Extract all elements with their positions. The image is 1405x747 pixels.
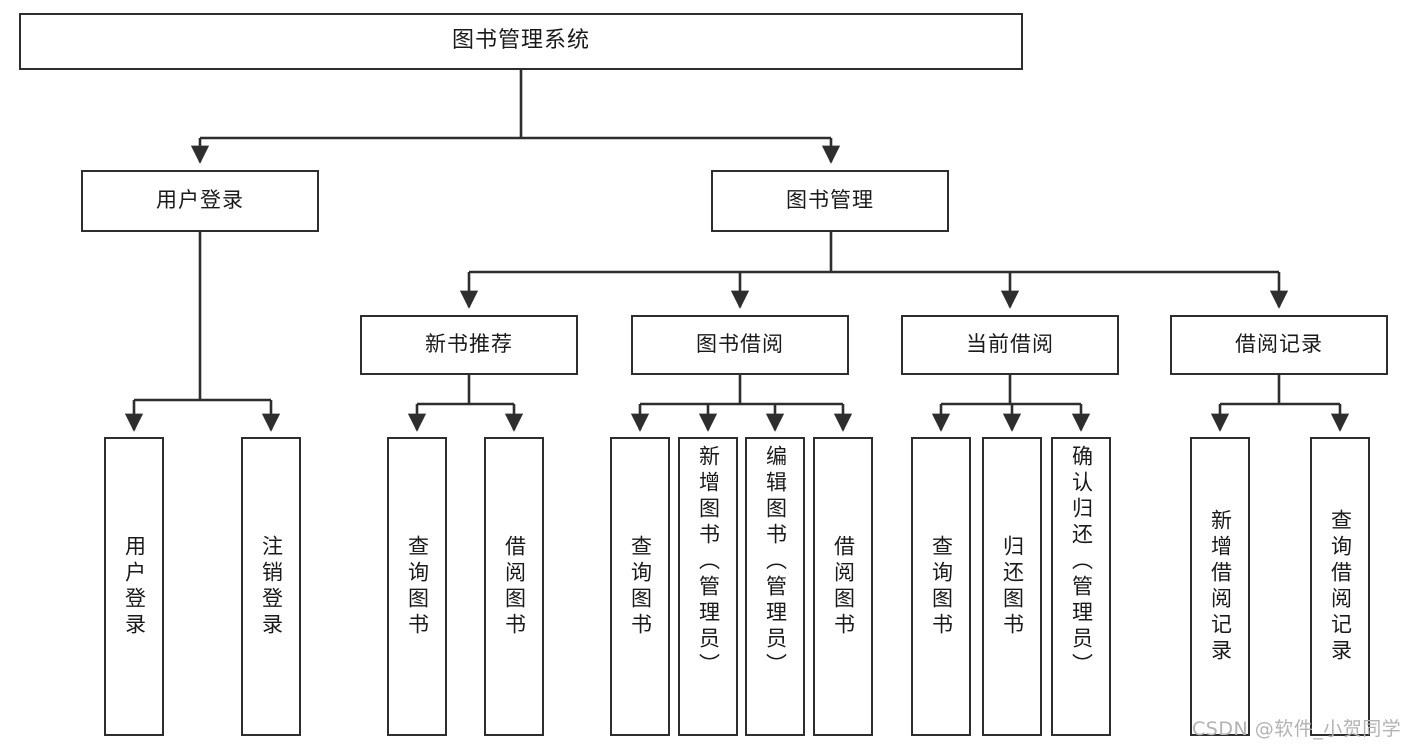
node-leaf-add-book-admin[interactable]: 新增图书（管理员） (678, 437, 738, 736)
node-leaf-query-borrow-record[interactable]: 查询借阅记录 (1310, 437, 1370, 736)
node-new-book-recommend[interactable]: 新书推荐 (360, 315, 578, 375)
node-leaf-query-book-current-label: 查询图书 (929, 534, 954, 639)
csdn-watermark: CSDN @软件_小贺同学 (1192, 718, 1402, 740)
node-current-borrow[interactable]: 当前借阅 (901, 315, 1119, 375)
node-leaf-add-borrow-record-label: 新增借阅记录 (1208, 508, 1233, 665)
node-leaf-user-login-label: 用户登录 (122, 534, 147, 639)
node-book-manage-label: 图书管理 (786, 188, 874, 213)
node-leaf-borrow-book-new-label: 借阅图书 (502, 534, 527, 639)
node-new-book-recommend-label: 新书推荐 (425, 332, 513, 357)
node-book-manage[interactable]: 图书管理 (711, 170, 949, 232)
node-leaf-edit-book-admin[interactable]: 编辑图书（管理员） (745, 437, 805, 736)
node-leaf-add-book-admin-label: 新增图书（管理员） (696, 445, 721, 679)
node-leaf-query-book-current[interactable]: 查询图书 (911, 437, 971, 736)
node-leaf-user-logout[interactable]: 注销登录 (241, 437, 301, 736)
node-leaf-user-logout-label: 注销登录 (259, 534, 284, 639)
node-book-borrow[interactable]: 图书借阅 (631, 315, 849, 375)
node-borrow-record-label: 借阅记录 (1235, 332, 1323, 357)
node-leaf-confirm-return-admin[interactable]: 确认归还（管理员） (1051, 437, 1111, 736)
node-current-borrow-label: 当前借阅 (966, 332, 1054, 357)
node-leaf-borrow-book[interactable]: 借阅图书 (813, 437, 873, 736)
node-borrow-record[interactable]: 借阅记录 (1170, 315, 1388, 375)
node-leaf-query-borrow-record-label: 查询借阅记录 (1328, 508, 1353, 665)
node-leaf-borrow-book-label: 借阅图书 (831, 534, 856, 639)
node-leaf-edit-book-admin-label: 编辑图书（管理员） (763, 445, 788, 679)
node-leaf-confirm-return-admin-label: 确认归还（管理员） (1069, 445, 1094, 679)
node-leaf-add-borrow-record[interactable]: 新增借阅记录 (1190, 437, 1250, 736)
node-leaf-borrow-book-new[interactable]: 借阅图书 (484, 437, 544, 736)
node-leaf-query-book-new[interactable]: 查询图书 (387, 437, 447, 736)
node-leaf-return-book-label: 归还图书 (1000, 534, 1025, 639)
node-root-label: 图书管理系统 (451, 28, 590, 54)
node-leaf-return-book[interactable]: 归还图书 (982, 437, 1042, 736)
node-user-login-label: 用户登录 (156, 188, 244, 213)
node-leaf-query-book-new-label: 查询图书 (405, 534, 430, 639)
node-user-login[interactable]: 用户登录 (81, 170, 319, 232)
node-book-borrow-label: 图书借阅 (696, 332, 784, 357)
node-leaf-query-book-borrow[interactable]: 查询图书 (610, 437, 670, 736)
node-leaf-user-login[interactable]: 用户登录 (104, 437, 164, 736)
node-leaf-query-book-borrow-label: 查询图书 (628, 534, 653, 639)
node-root[interactable]: 图书管理系统 (19, 13, 1023, 70)
